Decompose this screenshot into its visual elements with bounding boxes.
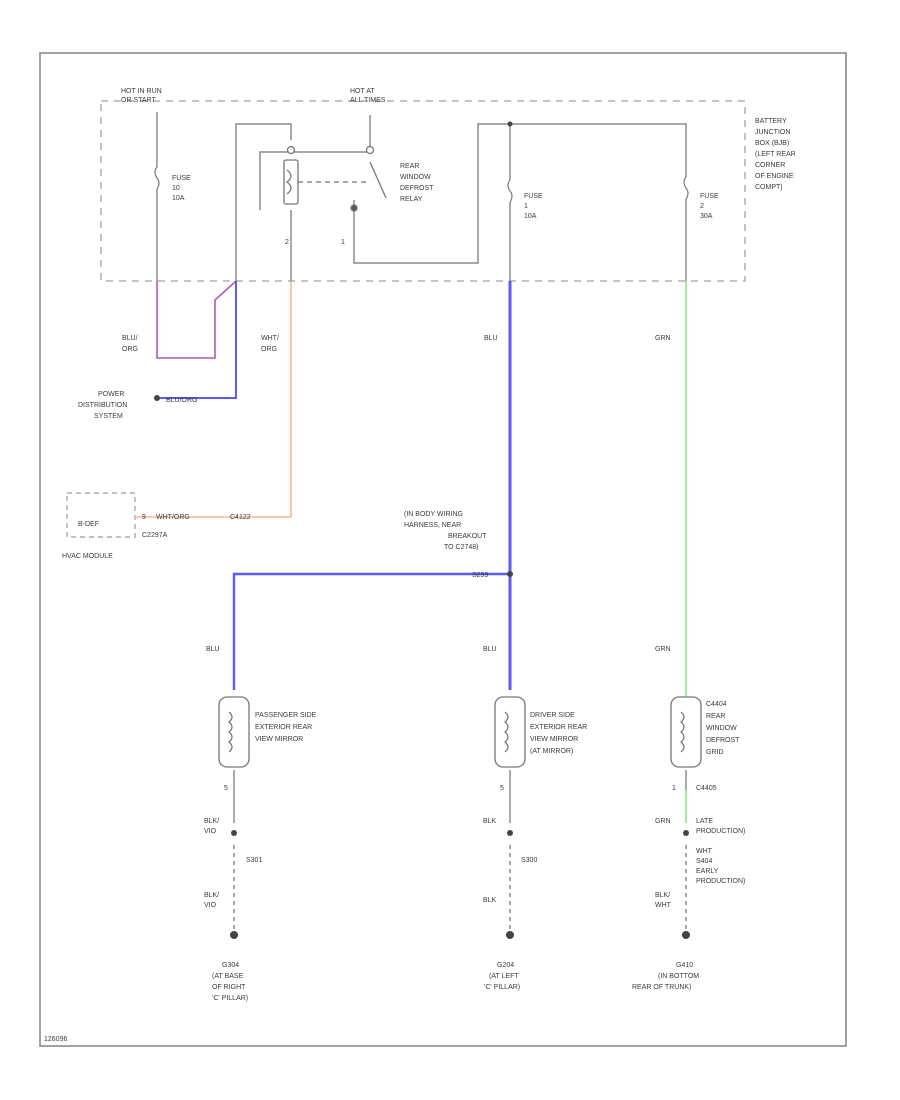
footer-id: 126096: [44, 1036, 67, 1043]
wht-org-label: WHT/ORG: [261, 335, 279, 353]
s-mid: S300: [521, 857, 537, 864]
relay-symbol: [283, 145, 387, 212]
wires-gray: [156, 112, 687, 930]
relay-pin-2: 2: [285, 239, 289, 246]
blk-vio-1: BLK/VIO: [204, 818, 219, 835]
grn-r: GRN: [655, 818, 671, 825]
diagram-border: [39, 52, 847, 1047]
grn-mid-label: GRN: [655, 335, 671, 342]
blu-center-label: BLU: [483, 646, 497, 653]
wire-violet: [156, 280, 237, 359]
hvac-module-label: HVAC MODULE: [62, 553, 113, 560]
bjb-dashed-box: [100, 100, 746, 282]
power-conn-label: BLU/ORG: [166, 397, 198, 404]
grid-conn-bot: C4405: [696, 785, 717, 792]
component-boxes: [218, 696, 702, 768]
grn-right-label: GRN: [655, 646, 671, 653]
wire-blue-power: [158, 281, 237, 399]
blu-org-label: BLU/ORG: [122, 335, 138, 353]
pin-pass: 5: [224, 785, 228, 792]
fuse-symbols: [154, 166, 689, 203]
wire-blue-branch: [232, 572, 510, 690]
hvac-box: [66, 492, 136, 538]
blk-wht: BLK/WHT: [655, 892, 672, 909]
hvac-pin-label: C2297A: [142, 532, 168, 539]
pin-grid: 1: [672, 785, 676, 792]
blu-left-label: BLU: [206, 646, 220, 653]
g-mid: G204(AT LEFT'C' PILLAR): [484, 962, 520, 991]
splice-label: S299: [472, 572, 488, 579]
relay-pin-1: 1: [341, 239, 345, 246]
blk-c: BLK: [483, 818, 497, 825]
wire-orange: [136, 281, 292, 518]
blu-mid-label: BLU: [484, 335, 498, 342]
connection-dots: [154, 121, 690, 939]
s-left: S301: [246, 857, 262, 864]
blk-c2: BLK: [483, 897, 497, 904]
pin-drv: 5: [500, 785, 504, 792]
blk-vio-2: BLK/VIO: [204, 892, 219, 909]
hvac-box-label: B-DEF: [78, 521, 99, 528]
